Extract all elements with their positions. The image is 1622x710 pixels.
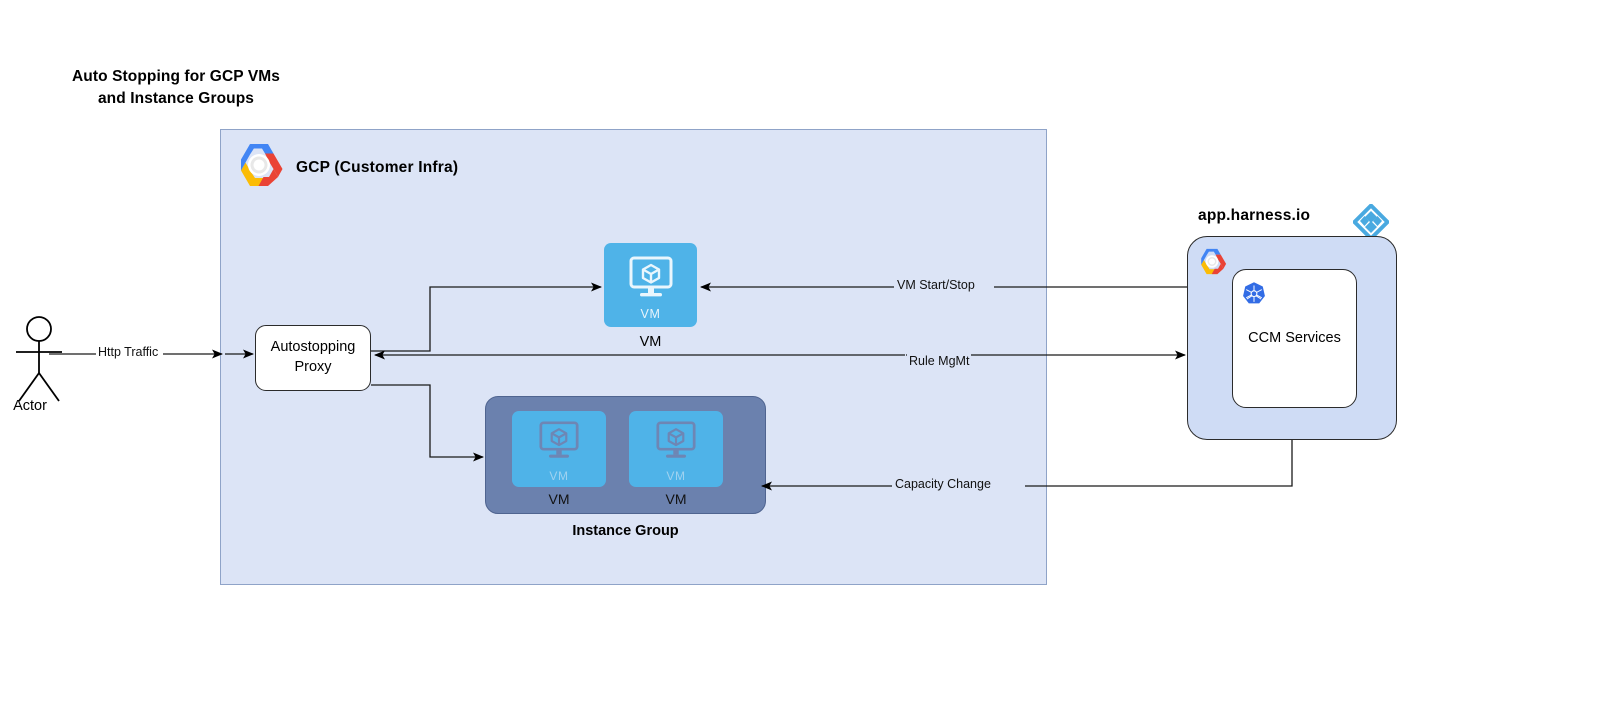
instance-group-vm-2[interactable]: VM [629,411,723,487]
harness-label: app.harness.io [1198,207,1311,224]
vm-monitor-cube-icon [539,421,579,458]
actor-label: Actor [13,398,47,414]
autostopping-proxy-node[interactable]: Autostopping Proxy [255,325,371,391]
vm-caption: VM [639,334,662,350]
instance-group-vm-2-caption: VM [665,491,687,507]
vm-inner-label: VM [666,469,686,483]
vm-inner-label: VM [549,469,569,483]
edge-label-http-traffic: Http Traffic [96,345,161,359]
vm-monitor-cube-icon [629,256,672,297]
instance-group-vm-1-caption: VM [548,491,570,507]
vm-node[interactable]: VM [604,243,697,327]
harness-diamond-icon [1353,204,1389,240]
instance-group-caption: Instance Group [572,523,679,539]
gcp-container-label: GCP (Customer Infra) [296,159,459,176]
instance-group-node[interactable]: VM VM VM VM [485,396,766,514]
edge-label-vm-start-stop: VM Start/Stop [895,278,977,292]
instance-group-vm-1[interactable]: VM [512,411,606,487]
ccm-services-label: CCM Services [1248,330,1341,346]
google-cloud-hexagon-icon [234,141,284,189]
vm-inner-label: VM [640,307,661,321]
edge-label-rule-mgmt: Rule MgMt [907,354,972,368]
vm-monitor-cube-icon [656,421,696,458]
google-cloud-hexagon-icon [1201,248,1227,275]
page-title: Auto Stopping for GCP VMs and Instance G… [71,68,280,108]
stick-figure-icon [16,316,62,402]
edge-label-capacity-change: Capacity Change [893,477,993,491]
kubernetes-helm-icon [1243,282,1265,304]
